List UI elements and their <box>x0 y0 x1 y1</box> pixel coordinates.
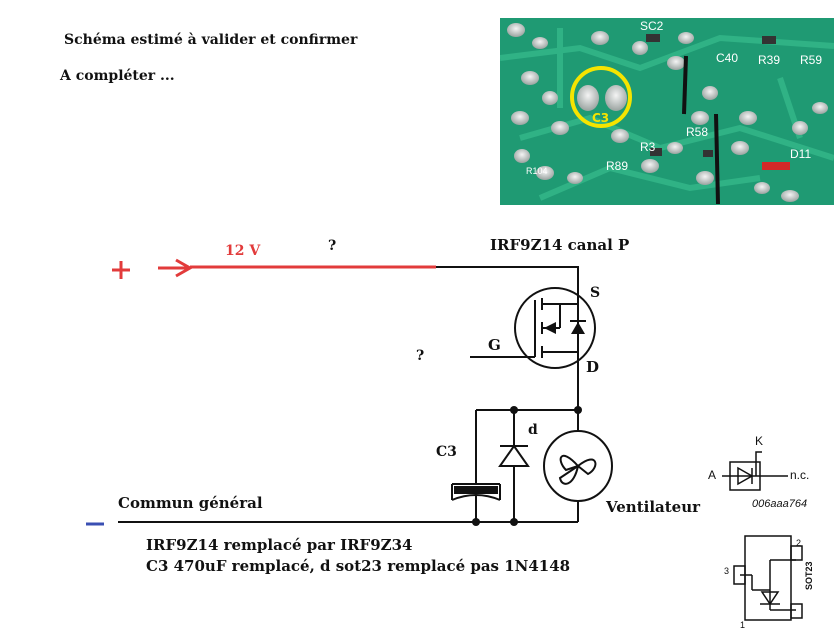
note-complete: A compléter ... <box>60 68 175 84</box>
mosfet-arrow-icon <box>544 322 556 334</box>
capacitor-label: C3 <box>436 444 457 460</box>
note-validate: Schéma estimé à valider et confirmer <box>64 32 358 48</box>
body-diode-icon <box>571 322 585 334</box>
pcb-drawing: SC2 C40 R39 R59 C3 R58 R3 R89 R104 D11 <box>500 19 834 205</box>
ground-label: Commun général <box>118 494 263 512</box>
diode-package-symbol <box>722 451 788 491</box>
footer-line-2: C3 470uF remplacé, d sot23 remplacé pas … <box>146 557 571 575</box>
diode-label: d <box>528 422 538 438</box>
voltage-label: 12 V <box>225 243 261 259</box>
package-pin-a: A <box>708 468 717 482</box>
pin-g-label: G <box>488 336 501 354</box>
question-top: ? <box>328 238 337 254</box>
package-pin-nc: n.c. <box>790 468 810 482</box>
pcb-label-r58: R58 <box>686 125 708 139</box>
source-wire <box>436 266 579 296</box>
footer-line-1: IRF9Z14 remplacé par IRF9Z34 <box>146 536 413 554</box>
pcb-photo: SC2 C40 R39 R59 C3 R58 R3 R89 R104 D11 <box>500 18 834 205</box>
capacitor-c3-symbol <box>451 410 501 522</box>
pcb-label-r39: R39 <box>758 53 780 67</box>
sot23-label: SOT23 <box>804 561 814 590</box>
mosfet-title: IRF9Z14 canal P <box>490 236 630 254</box>
pcb-label-r3: R3 <box>640 140 656 154</box>
question-gate: ? <box>416 348 425 364</box>
fan-label: Ventilateur <box>606 498 701 516</box>
pcb-label-c3: C3 <box>592 111 609 125</box>
pcb-label-r104: R104 <box>526 166 548 176</box>
pcb-label-sc2: SC2 <box>640 19 664 33</box>
pcb-label-r59: R59 <box>800 53 822 67</box>
sot23-outline <box>733 535 803 621</box>
pcb-label-c40: C40 <box>716 51 738 65</box>
diode-d-symbol <box>498 410 530 522</box>
sot23-pin-1: 1 <box>740 620 746 630</box>
sot23-pin-3: 3 <box>724 566 730 576</box>
plus-sign-icon <box>112 261 130 279</box>
package-part-code: 006aaa764 <box>752 498 808 510</box>
package-pin-k: K <box>755 434 764 448</box>
c3-highlight-ring <box>570 66 632 128</box>
fan-icon <box>543 410 613 522</box>
pcb-label-d11: D11 <box>790 147 811 161</box>
pcb-label-r89: R89 <box>606 159 628 173</box>
sot23-pin-2: 2 <box>796 538 802 548</box>
arrow-right-icon <box>158 258 194 278</box>
pin-s-label: S <box>590 285 601 301</box>
pin-d-label: D <box>586 358 600 376</box>
